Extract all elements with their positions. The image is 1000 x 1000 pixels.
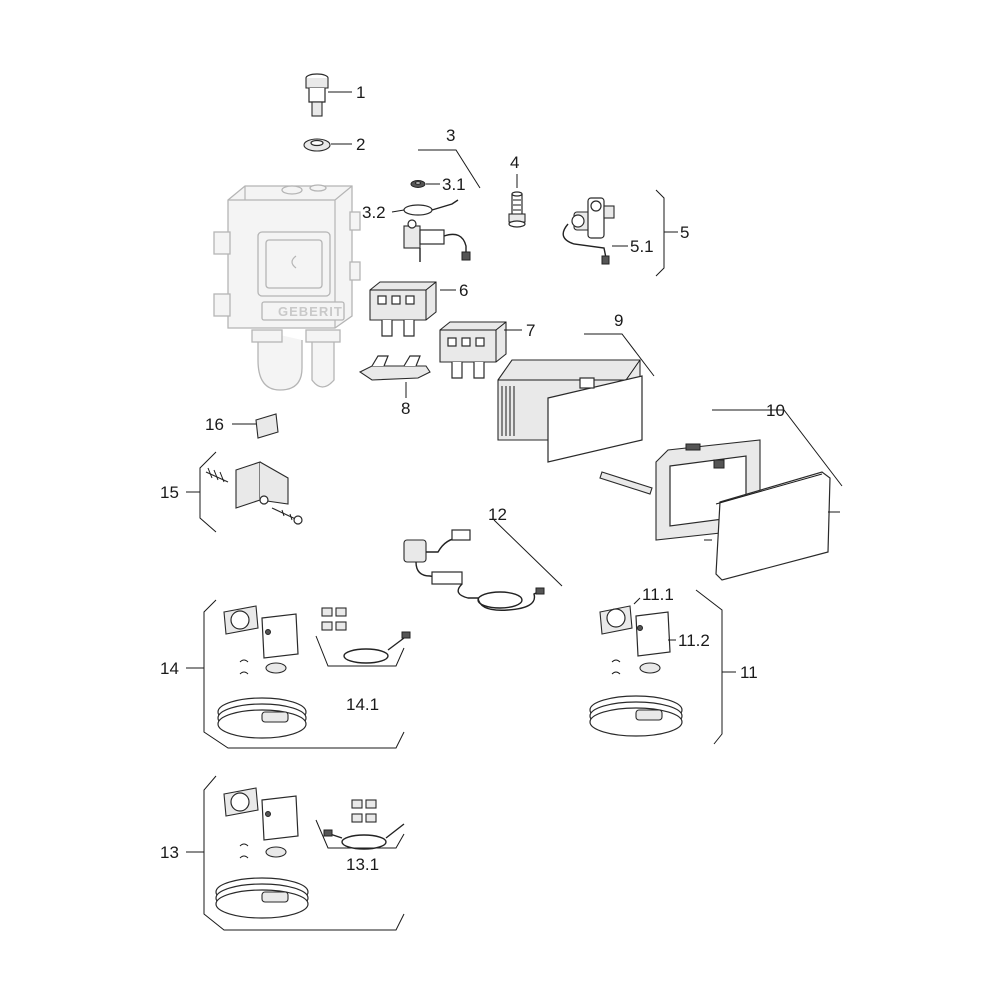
callout-11-2: 11.2 <box>678 631 710 650</box>
callout-3-1: 3.1 <box>442 175 466 194</box>
callout-14: 14 <box>160 659 179 678</box>
callout-16: 16 <box>205 415 224 434</box>
part-3-solenoid-group <box>391 149 481 262</box>
part-5-tee-valve <box>562 189 678 277</box>
callout-8: 8 <box>401 399 410 418</box>
callout-2: 2 <box>356 135 365 154</box>
callout-4: 4 <box>510 153 519 172</box>
part-10-flush-plate <box>599 409 843 581</box>
callout-3-2: 3.2 <box>362 203 386 222</box>
callout-1: 1 <box>356 83 365 102</box>
callout-9: 9 <box>614 311 623 330</box>
callout-3: 3 <box>446 126 455 145</box>
callout-5-1: 5.1 <box>630 237 654 256</box>
callout-13-1: 13.1 <box>346 855 379 874</box>
callout-6: 6 <box>459 281 468 300</box>
callout-11: 11 <box>740 663 758 682</box>
group-11-installation-set <box>589 589 736 745</box>
group-13-installation-set <box>186 775 405 931</box>
callout-14-1: 14.1 <box>346 695 379 714</box>
brand-logo: GEBERIT <box>278 304 343 319</box>
part-16-clip <box>232 413 279 439</box>
part-12-power-supply <box>403 519 563 611</box>
callout-15: 15 <box>160 483 179 502</box>
part-1-valve-insert <box>305 73 352 117</box>
callout-13: 13 <box>160 843 179 862</box>
installation-box-ghost: GEBERIT <box>213 184 361 391</box>
group-14-installation-set <box>186 599 411 749</box>
part-2-seal-ring <box>303 138 352 152</box>
part-6-electronics-module <box>369 281 456 337</box>
part-7-electronics-module <box>439 321 522 379</box>
callout-11-1: 11.1 <box>642 585 674 604</box>
callout-labels: 1 2 3 3.1 3.2 4 5 5.1 6 7 8 9 10 11 11.1… <box>160 83 785 874</box>
callout-12: 12 <box>488 505 507 524</box>
part-15-fixing-set <box>186 451 303 533</box>
callout-10: 10 <box>766 401 785 420</box>
part-8-mounting-bracket <box>358 355 431 398</box>
part-4-connection-shank <box>508 174 526 228</box>
callout-7: 7 <box>526 321 535 340</box>
part-9-cover-box <box>497 333 655 463</box>
callout-5: 5 <box>680 223 689 242</box>
